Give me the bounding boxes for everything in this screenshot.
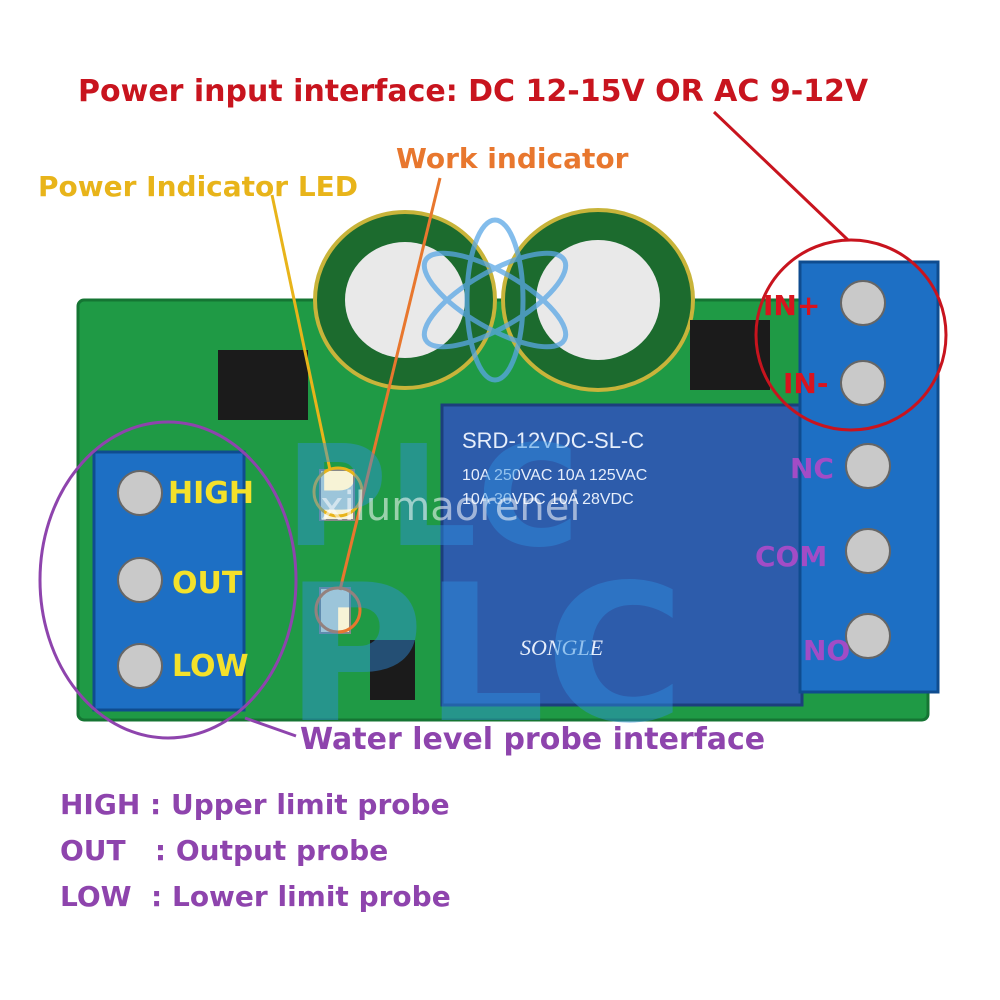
legend-low: LOW : Lower limit probe [60,880,451,913]
watermark-site: xilumaorenei [320,484,580,530]
relay-brand: SONGLE [520,635,604,660]
terminal-label-high: HIGH [168,476,254,511]
power-led [319,469,355,521]
power-led-pointer [270,194,332,471]
terminal-label-no: NO [803,634,850,667]
legend-out: OUT : Output probe [60,834,389,867]
probe-interface-ellipse [38,420,298,740]
probe-interface-annotation: Water level probe interface [300,722,766,757]
terminal-label-nc: NC [790,452,834,485]
relay-rating-1: 10A 250VAC 10A 125VAC [462,467,647,484]
diode-chip [370,640,415,700]
watermark-logo [421,217,569,383]
legend-high: HIGH : Upper limit probe [60,788,450,821]
relay-model: SRD-12VDC-SL-C [462,428,644,453]
watermark-text-line1: PLC [285,416,580,579]
power-led-annotation: Power Indicator LED [38,170,359,203]
power-input-circle [754,238,948,432]
power-led-circle [312,466,364,518]
terminal-label-in-minus: IN- [783,367,828,400]
work-led-circle [314,586,362,634]
terminal-label-in-plus: IN+ [763,289,820,322]
work-indicator-annotation: Work indicator [396,142,629,175]
probe-interface-pointer [244,716,297,738]
terminal-label-out: OUT [172,566,243,601]
work-indicator-pointer [338,177,442,591]
power-input-annotation: Power input interface: DC 12-15V OR AC 9… [78,74,869,109]
terminal-label-com: COM [755,540,827,573]
relay-rating-2: 10A 30VDC 10A 28VDC [462,491,634,508]
watermark-text-line2: PLC [285,544,685,765]
power-input-pointer [712,110,850,242]
capacitor-right [501,208,695,392]
ic-chip [218,350,308,420]
relay-body [440,403,804,707]
terminal-label-low: LOW [172,649,249,684]
